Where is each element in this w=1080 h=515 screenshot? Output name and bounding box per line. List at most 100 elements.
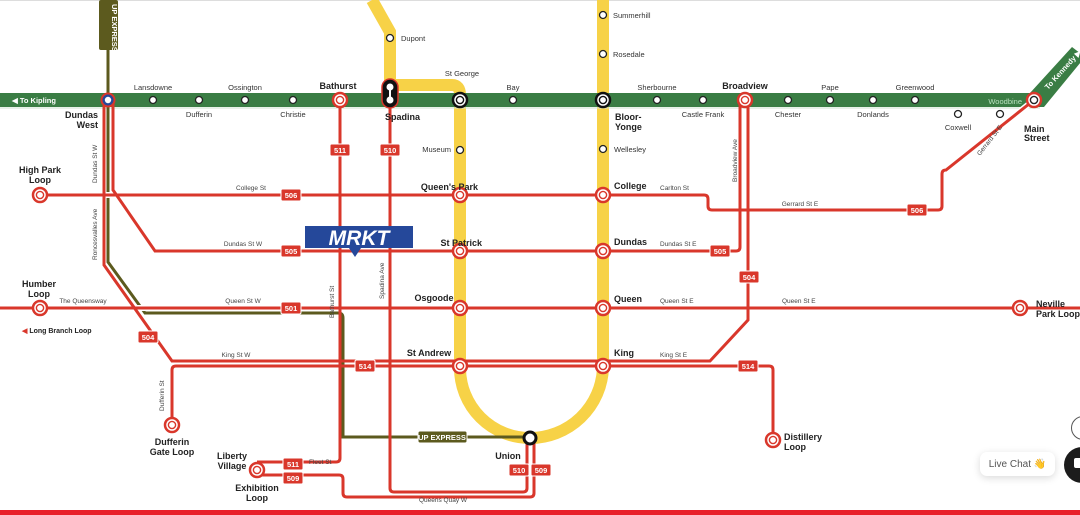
station-markers (31, 10, 1043, 479)
svg-text:Queen St W: Queen St W (225, 298, 261, 305)
svg-text:514: 514 (359, 362, 372, 371)
svg-text:514: 514 (742, 362, 755, 371)
route-badges: 506 506 505 505 501 504 504 514 514 511 … (137, 143, 928, 485)
to-kipling-label: ◀ To Kipling (11, 96, 56, 105)
svg-text:506: 506 (285, 191, 298, 200)
svg-text:Roncesvalles Ave: Roncesvalles Ave (92, 208, 99, 260)
route-badge-506: 506 (280, 188, 302, 202)
svg-text:Dupont: Dupont (401, 34, 426, 43)
route-badge-514: 514 (737, 359, 759, 373)
svg-text:St George: St George (445, 69, 479, 78)
svg-text:The Queensway: The Queensway (59, 298, 107, 305)
svg-text:Pape: Pape (821, 83, 839, 92)
up-express-badge: UP EXPRESS (417, 430, 468, 444)
live-chat-text: Live Chat 👋 (988, 458, 1047, 470)
svg-text:Main: Main (1024, 124, 1045, 134)
bottom-bar (0, 510, 1080, 515)
route-badge-509: 509 (530, 463, 552, 477)
route-badge-505: 505 (280, 244, 302, 258)
svg-text:Dundas St E: Dundas St E (660, 241, 697, 248)
svg-text:St Andrew: St Andrew (407, 348, 452, 358)
svg-text:Donlands: Donlands (857, 110, 889, 119)
route-badge-511: 511 (329, 143, 351, 157)
svg-text:Greenwood: Greenwood (896, 83, 935, 92)
route-badge-510: 510 (508, 463, 530, 477)
svg-text:Dundas St W: Dundas St W (92, 144, 99, 183)
svg-text:505: 505 (285, 247, 298, 256)
svg-text:King St E: King St E (660, 352, 688, 359)
svg-text:Museum: Museum (422, 145, 451, 154)
svg-text:509: 509 (287, 474, 300, 483)
svg-text:St Patrick: St Patrick (440, 238, 483, 248)
svg-text:Lansdowne: Lansdowne (134, 83, 172, 92)
route-badge-510: 510 (379, 143, 401, 157)
svg-text:College: College (614, 181, 647, 191)
svg-text:Bathurst: Bathurst (319, 81, 356, 91)
route-badge-504: 504 (738, 270, 760, 284)
chat-bubble-icon[interactable] (1064, 447, 1080, 483)
route-badge-509: 509 (282, 471, 304, 485)
svg-text:504: 504 (142, 333, 155, 342)
top-border (0, 0, 1080, 1)
route-badge-501: 501 (280, 301, 302, 315)
svg-text:506: 506 (911, 206, 924, 215)
svg-text:Bloor-Yonge: Bloor-Yonge (615, 112, 642, 132)
line1-yonge-university (366, 0, 609, 445)
route-badge-506: 506 (906, 203, 928, 217)
svg-text:Queens Quay W: Queens Quay W (419, 497, 468, 504)
svg-text:511: 511 (287, 460, 299, 469)
route-badge-514: 514 (354, 359, 376, 373)
svg-text:Summerhill: Summerhill (613, 11, 651, 20)
svg-text:510: 510 (384, 146, 397, 155)
svg-text:505: 505 (714, 247, 727, 256)
svg-text:Ossington: Ossington (228, 83, 262, 92)
svg-text:509: 509 (535, 466, 548, 475)
svg-text:Chester: Chester (775, 110, 802, 119)
svg-text:Wellesley: Wellesley (614, 145, 646, 154)
streetcar-routes (0, 97, 1080, 499)
svg-text:College St: College St (236, 185, 266, 192)
svg-text:Rosedale: Rosedale (613, 50, 645, 59)
svg-text:Carlton St: Carlton St (660, 185, 689, 192)
mrkt-location-marker[interactable]: MRKT (305, 226, 413, 257)
svg-text:504: 504 (743, 273, 756, 282)
svg-text:Castle Frank: Castle Frank (682, 110, 725, 119)
svg-text:Bay: Bay (507, 83, 520, 92)
svg-text:Coxwell: Coxwell (945, 123, 972, 132)
svg-text:Queen St E: Queen St E (782, 298, 816, 305)
svg-text:King St W: King St W (222, 352, 252, 359)
live-chat-label[interactable]: Live Chat 👋 (980, 452, 1055, 476)
svg-text:Dundas St W: Dundas St W (224, 241, 263, 248)
svg-text:501: 501 (285, 304, 298, 313)
svg-text:Broadview: Broadview (722, 81, 769, 91)
svg-text:Osgoode: Osgoode (414, 293, 453, 303)
up-express-badge-top: UP EXPRESS (99, 0, 119, 52)
long-branch-loop-label: ◀ Long Branch Loop (21, 328, 92, 335)
svg-text:UP EXPRESS: UP EXPRESS (418, 433, 466, 442)
svg-text:Spadina Ave: Spadina Ave (379, 262, 386, 299)
svg-text:Dufferin St: Dufferin St (159, 380, 166, 411)
svg-text:Fleet St: Fleet St (309, 459, 332, 466)
svg-text:Woodbine: Woodbine (988, 97, 1022, 106)
svg-text:Spadina: Spadina (385, 112, 421, 122)
svg-text:Dufferin: Dufferin (186, 110, 212, 119)
svg-text:511: 511 (334, 146, 346, 155)
svg-text:Union: Union (495, 451, 521, 461)
svg-text:Queen St E: Queen St E (660, 298, 694, 305)
svg-text:Gerrard St E: Gerrard St E (782, 201, 819, 208)
mrkt-logo: MRKT (329, 227, 392, 250)
svg-text:Christie: Christie (280, 110, 305, 119)
svg-text:Street: Street (1024, 133, 1050, 143)
svg-text:Dundas: Dundas (614, 237, 647, 247)
svg-text:Queen's Park: Queen's Park (421, 182, 479, 192)
svg-text:King: King (614, 348, 634, 358)
